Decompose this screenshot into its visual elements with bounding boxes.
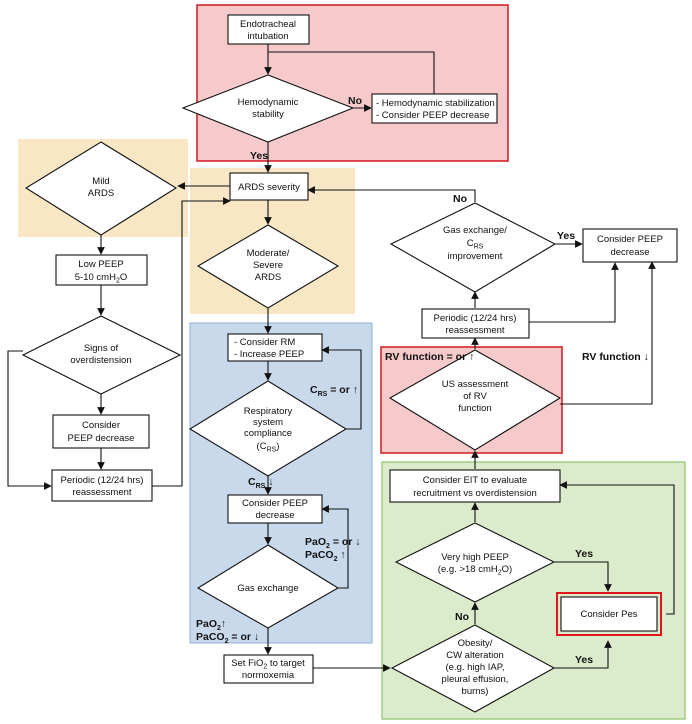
consider-eit-box: Consider EIT to evaluate recruitment vs …: [389, 469, 561, 503]
us-rv-line-2: of RV: [463, 391, 487, 402]
right-periodic-reassessment-box: Periodic (12/24 hrs) reassessment: [421, 308, 530, 339]
label-yes-hemodynamic: Yes: [250, 150, 268, 162]
left-periodic-reassessment-box: Periodic (12/24 hrs) reassessment: [51, 469, 153, 502]
set-fio2-box: Set FiO2 to target normoxemia: [223, 654, 314, 684]
mild-ards-line-1: Mild: [92, 176, 109, 187]
right-decrease-line-2: decrease: [610, 247, 649, 258]
hemo-stabilization-line-1: - Hemodynamic stabilization: [376, 98, 495, 109]
mid-decrease-line-1: Consider PEEP: [242, 498, 308, 509]
consider-rm-box: - Consider RM - Increase PEEP: [227, 333, 323, 362]
label-paco2-equal-down: PaCO2 = or ↓: [196, 631, 259, 645]
set-fio2-line-2: normoxemia: [242, 670, 295, 681]
obesity-line-3: (e.g. high IAP,: [446, 662, 505, 673]
eit-line-1: Consider EIT to evaluate: [423, 475, 527, 486]
eit-line-2: recruitment vs overdistension: [413, 488, 537, 499]
intubation-line-1: Endotracheal: [240, 19, 296, 30]
low-peep-line-1: Low PEEP: [78, 259, 123, 270]
right-periodic-line-2: reassessment: [445, 325, 504, 336]
left-periodic-line-1: Periodic (12/24 hrs): [61, 475, 144, 486]
consider-pes-label: Consider Pes: [580, 609, 637, 620]
obesity-line-1: Obesity/: [458, 638, 493, 649]
right-consider-peep-decrease-box: Consider PEEP decrease: [582, 228, 678, 263]
rm-line-1: - Consider RM: [234, 337, 295, 348]
consider-pes-box: Consider Pes: [556, 592, 662, 636]
label-no-gas-crs: No: [453, 193, 467, 205]
obesity-cw-diamond: Obesity/ CW alteration (e.g. high IAP, p…: [390, 624, 556, 713]
left-decrease-line-2: PEEP decrease: [68, 433, 135, 444]
us-rv-line-3: function: [458, 403, 491, 414]
gas-crs-improvement-diamond: Gas exchange/ CRS improvement: [389, 202, 557, 293]
compliance-line-2: system: [253, 417, 283, 428]
overdistension-line-1: Signs of: [84, 343, 119, 354]
label-crs-equal-up: CRS = or ↑: [310, 384, 358, 398]
ards-severity-label: ARDS severity: [238, 182, 300, 193]
mid-consider-peep-decrease-box: Consider PEEP decrease: [227, 494, 323, 524]
rm-line-2: - Increase PEEP: [234, 349, 304, 360]
moderate-line-2: Severe: [253, 260, 283, 271]
gas-crs-line-3: improvement: [448, 251, 503, 262]
label-pao2-equal-down: PaO2 = or ↓: [305, 536, 361, 550]
hemo-stability-line-1: Hemodynamic: [238, 97, 299, 108]
moderate-line-1: Moderate/: [247, 248, 290, 259]
compliance-line-1: Respiratory: [244, 406, 293, 417]
low-peep-line-2: 5-10 cmH2O: [75, 272, 127, 285]
label-rv-function-down: RV function ↓: [582, 351, 649, 363]
label-no-hemodynamic: No: [348, 95, 362, 107]
gas-crs-line-1: Gas exchange/: [443, 225, 507, 236]
label-yes-gas-crs: Yes: [557, 230, 575, 242]
overdistension-line-2: overdistension: [70, 355, 131, 366]
compliance-diamond: Respiratory system compliance (CRS): [188, 380, 348, 477]
low-peep-box: Low PEEP 5-10 cmH2O: [55, 254, 148, 286]
left-periodic-line-2: reassessment: [72, 487, 131, 498]
very-high-peep-diamond: Very high PEEP (e.g. >18 cmH2O): [394, 522, 556, 603]
overdistension-diamond: Signs of overdistension: [21, 315, 182, 395]
obesity-line-5: burns): [462, 686, 489, 697]
us-rv-assessment-diamond: US assessment of RV function: [388, 349, 562, 451]
right-decrease-line-1: Consider PEEP: [597, 234, 663, 245]
mild-ards-line-2: ARDS: [88, 188, 114, 199]
label-crs-down: CRS ↓: [248, 476, 274, 490]
hemodynamic-stabilization-box: - Hemodynamic stabilization - Consider P…: [371, 93, 498, 124]
hemo-stabilization-line-2: - Consider PEEP decrease: [376, 110, 489, 121]
mid-decrease-line-2: decrease: [255, 510, 294, 521]
compliance-line-4: (CRS): [257, 441, 280, 454]
very-high-peep-line-1: Very high PEEP: [441, 552, 509, 563]
moderate-severe-ards-diamond: Moderate/ Severe ARDS: [196, 224, 340, 309]
moderate-line-3: ARDS: [255, 272, 281, 283]
compliance-line-3: compliance: [244, 428, 292, 439]
label-yes-obesity: Yes: [575, 654, 593, 666]
very-high-peep-line-2: (e.g. >18 cmH2O): [438, 564, 512, 577]
endotracheal-intubation-box: Endotracheal intubation: [227, 14, 310, 45]
obesity-line-4: pleural effusion,: [442, 674, 509, 685]
gas-exchange-diamond: Gas exchange: [196, 544, 340, 629]
gas-crs-line-2: CRS: [467, 238, 484, 251]
label-pao2-up: PaO2↑: [196, 618, 226, 632]
set-fio2-line-1: Set FiO2 to target: [231, 658, 305, 671]
ards-severity-box: ARDS severity: [229, 172, 309, 201]
label-rv-function-equal-up: RV function = or ↑: [385, 351, 474, 363]
gas-exchange-label: Gas exchange: [237, 583, 298, 594]
left-decrease-line-1: Consider: [82, 420, 120, 431]
label-no-obesity: No: [455, 611, 469, 623]
label-paco2-up: PaCO2 ↑: [305, 549, 346, 563]
right-periodic-line-1: Periodic (12/24 hrs): [434, 313, 517, 324]
mild-ards-diamond: Mild ARDS: [24, 141, 178, 236]
label-yes-very-high-peep: Yes: [575, 548, 593, 560]
intubation-line-2: intubation: [247, 31, 288, 42]
hemo-stability-line-2: stability: [252, 109, 284, 120]
obesity-line-2: CW alteration: [446, 650, 504, 661]
hemodynamic-stability-diamond: Hemodynamic stability: [181, 74, 355, 143]
us-rv-line-1: US assessment: [442, 379, 509, 390]
left-consider-peep-decrease-box: Consider PEEP decrease: [52, 414, 150, 449]
